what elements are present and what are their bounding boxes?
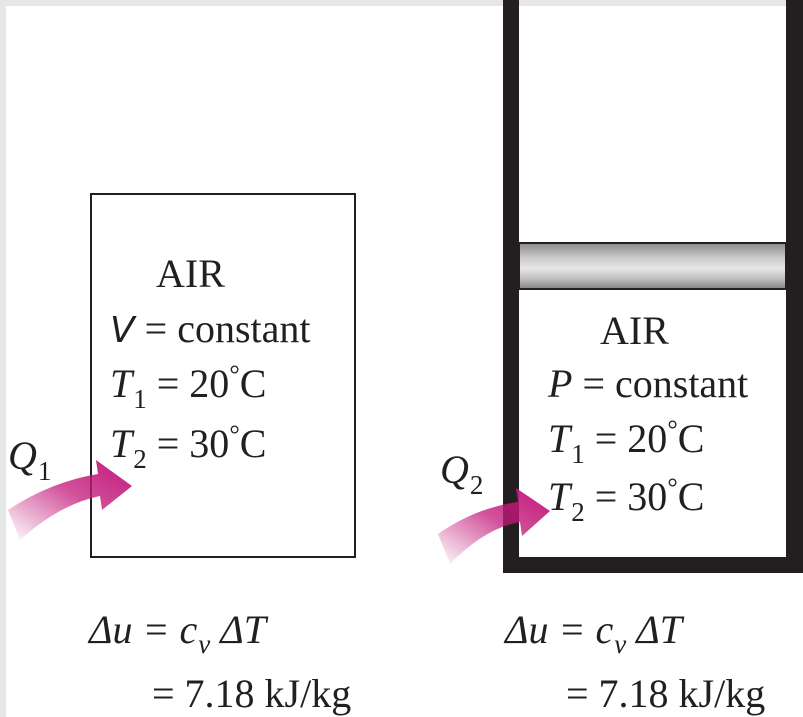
- cylinder-left-wall: [503, 0, 519, 573]
- left-t1-symbol: T: [110, 361, 133, 406]
- right-initial-temperature: T1 = 20°C: [548, 416, 705, 468]
- left-t2-symbol: T: [110, 421, 133, 466]
- right-t2-value: = 30: [584, 474, 668, 519]
- frame-border-left: [0, 0, 6, 717]
- cylinder-bottom: [503, 557, 803, 573]
- right-cv-subscript: v: [614, 629, 627, 659]
- q1-symbol: Q: [8, 433, 37, 478]
- left-cv-subscript: v: [198, 629, 211, 659]
- left-t1-degree: °: [229, 360, 240, 389]
- right-energy-equation: Δu = cv ΔT: [505, 607, 682, 658]
- right-delta-t: ΔT: [626, 607, 682, 652]
- left-final-temperature: T2 = 30°C: [110, 421, 267, 473]
- left-t1-unit: C: [239, 361, 267, 406]
- right-t1-degree: °: [667, 415, 678, 444]
- left-t2-degree: °: [229, 420, 240, 449]
- left-volume-constant: V = constant: [110, 309, 311, 349]
- pressure-constant-text: = constant: [572, 361, 749, 406]
- right-heat-label: Q2: [440, 447, 483, 499]
- right-air-label: AIR: [600, 308, 669, 353]
- piston-icon: [518, 242, 787, 290]
- q1-subscript: 1: [37, 456, 52, 486]
- right-delta-u: Δu: [505, 607, 549, 652]
- right-t1-unit: C: [677, 416, 705, 461]
- cylinder-right-wall: [786, 0, 803, 573]
- right-final-temperature: T2 = 30°C: [548, 474, 705, 526]
- q2-subscript: 2: [469, 470, 484, 500]
- left-t1-subscript: 1: [133, 384, 147, 414]
- right-t2-degree: °: [667, 473, 678, 502]
- volume-symbol: V: [110, 310, 135, 351]
- curved-gradient-arrow-icon: [438, 488, 550, 564]
- q2-symbol: Q: [440, 447, 469, 492]
- left-eq-cv: = c: [132, 607, 198, 652]
- right-t1-subscript: 1: [571, 439, 585, 469]
- pressure-symbol: P: [548, 361, 573, 406]
- left-delta-t: ΔT: [210, 607, 266, 652]
- left-t2-subscript: 2: [133, 444, 147, 474]
- frame-border-top: [0, 0, 803, 6]
- left-t2-value: = 30: [146, 421, 230, 466]
- left-t1-value: = 20: [146, 361, 230, 406]
- right-t2-unit: C: [677, 474, 705, 519]
- volume-constant-text: = constant: [134, 306, 311, 351]
- right-eq-cv: = c: [548, 607, 614, 652]
- left-air-label: AIR: [156, 251, 225, 296]
- right-t1-symbol: T: [548, 416, 571, 461]
- curved-gradient-arrow-icon: [8, 460, 132, 540]
- left-initial-temperature: T1 = 20°C: [110, 361, 267, 413]
- right-t1-value: = 20: [584, 416, 668, 461]
- left-t2-unit: C: [239, 421, 267, 466]
- left-heat-label: Q1: [8, 433, 51, 485]
- right-t2-subscript: 2: [571, 497, 585, 527]
- right-pressure-constant: P = constant: [548, 364, 748, 404]
- left-energy-result: = 7.18 kJ/kg: [152, 671, 352, 716]
- right-energy-result: = 7.18 kJ/kg: [566, 671, 766, 716]
- left-delta-u: Δu: [89, 607, 133, 652]
- right-t2-symbol: T: [548, 474, 571, 519]
- rigid-tank: [90, 193, 356, 558]
- left-energy-equation: Δu = cv ΔT: [89, 607, 266, 658]
